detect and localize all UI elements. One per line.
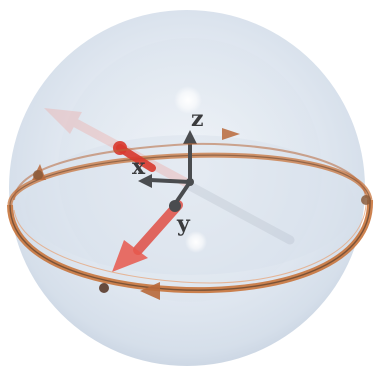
coordinate-axes [138, 130, 197, 212]
path-ring [7, 128, 374, 300]
ghost-vector-right [185, 181, 295, 245]
x-axis-arrowhead [138, 174, 152, 188]
state-vector-head [112, 240, 148, 272]
ring-point-right [361, 195, 371, 205]
state-vector [112, 141, 183, 272]
ring-point-bottom [99, 283, 109, 293]
y-axis [173, 180, 192, 206]
z-axis-label: z [191, 106, 204, 132]
y-axis-end [169, 200, 181, 212]
x-axis-label: x [132, 154, 146, 180]
equator-shading [25, 135, 355, 275]
y-axis-label: y [176, 211, 191, 237]
ring-point-left [33, 170, 43, 180]
ring-direction-arrow-front [140, 282, 160, 300]
highlight-bottom [185, 231, 207, 253]
highlight-top [174, 86, 202, 114]
ring-direction-arrow-back [222, 128, 240, 140]
x-axis [149, 178, 191, 184]
z-axis-arrowhead [183, 130, 197, 144]
axes-origin [186, 178, 194, 186]
